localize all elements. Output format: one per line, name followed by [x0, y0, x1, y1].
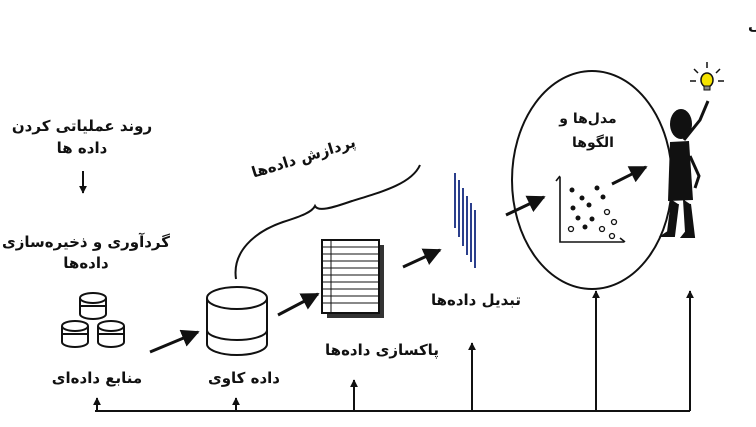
label-transformation: تبدیل داده‌ها [431, 291, 521, 309]
person-idea-icon [658, 62, 724, 238]
label-interpretation: تفسیر و ارزیابی [748, 16, 756, 34]
label-cleaning: پاکسازی داده‌ها [325, 341, 439, 360]
label-operationalize-line1: روند عملیاتی کردن [12, 117, 152, 135]
label-data-sources: منابع داده‌ای [52, 369, 142, 387]
table-sheet-icon [321, 239, 384, 318]
label-operationalize-line2: داده ها [57, 139, 108, 157]
vertical-lines-icon [454, 173, 476, 268]
label-collect-line2: داده‌ها [63, 254, 109, 272]
arrow-transformation-to-models [505, 195, 546, 217]
scatter-plot-icon [555, 175, 626, 243]
label-models-line2: الگوها [572, 134, 614, 151]
arrow-models-to-interpretation [611, 165, 648, 186]
database-stack-icon [61, 292, 125, 348]
label-collect-line1: گردآوری و ذخیره‌سازی [2, 233, 170, 251]
label-models-line1: مدل‌ها و [558, 111, 616, 127]
cylinder-database-icon [206, 286, 268, 356]
arrow-sources-to-mining [149, 329, 200, 354]
models-ellipse [511, 70, 673, 290]
label-data-mining: داده کاوی [208, 369, 280, 387]
arrow-cleaning-to-transformation [402, 248, 442, 269]
processing-brace [234, 164, 421, 280]
arrow-mining-to-cleaning [277, 292, 320, 317]
label-processing: پردازش داده‌ها [249, 133, 358, 183]
feedback-arrows [93, 290, 694, 411]
